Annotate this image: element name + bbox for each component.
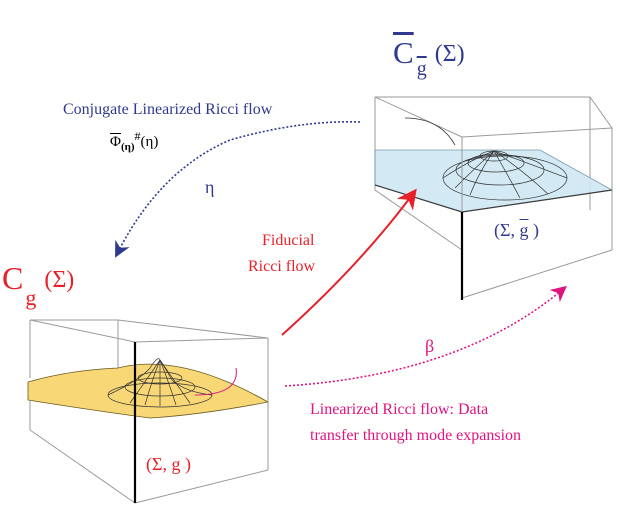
phi-symbol: Φ [110,134,121,150]
sigma-g-bar-close: ) [528,220,539,240]
phi-argument: (η) [140,134,159,150]
linearized-flow-label-line2: transfer through mode expansion [310,427,522,444]
right-sheet [374,149,614,213]
c-g-sigma: (Σ) [44,267,75,293]
phi-operator: Φ(η)#(η) [110,130,158,153]
sigma-g-label: (Σ, g ) [146,454,191,474]
left-bell [107,358,213,408]
linearized-flow-label-line1: Linearized Ricci flow: Data [310,401,489,418]
c-g-subscript: g [25,285,37,310]
left-box [29,319,269,400]
sigma-g-bar-open: (Σ, [494,220,520,240]
c-g-bar-subscript: g [416,58,427,80]
conjugate-flow-label: Conjugate Linearized Ricci flow [63,101,273,118]
right-box [374,96,613,210]
c-g-c: C [2,260,24,296]
fiducial-label-line2: Ricci flow [248,258,316,275]
sigma-g-bar-g: g [519,220,529,240]
phi-subscript: (η) [120,141,135,153]
c-g-bar-sigma: (Σ) [434,41,465,67]
c-g-title: Cg (Σ) [2,260,75,309]
fiducial-label-line1: Fiducial [262,232,315,249]
right-bell [442,150,568,201]
sigma-g-bar-label: (Σ, g ) [494,221,539,239]
linearized-flow-arrow [284,285,567,387]
conjugate-flow-arrow [115,121,361,258]
phi-superscript: # [134,129,141,143]
left-sheet [27,363,270,419]
fiducial-flow-arrow [281,188,417,336]
beta-label: β [425,336,435,356]
eta-label: η [205,177,215,197]
c-g-bar-c: C [393,35,414,70]
